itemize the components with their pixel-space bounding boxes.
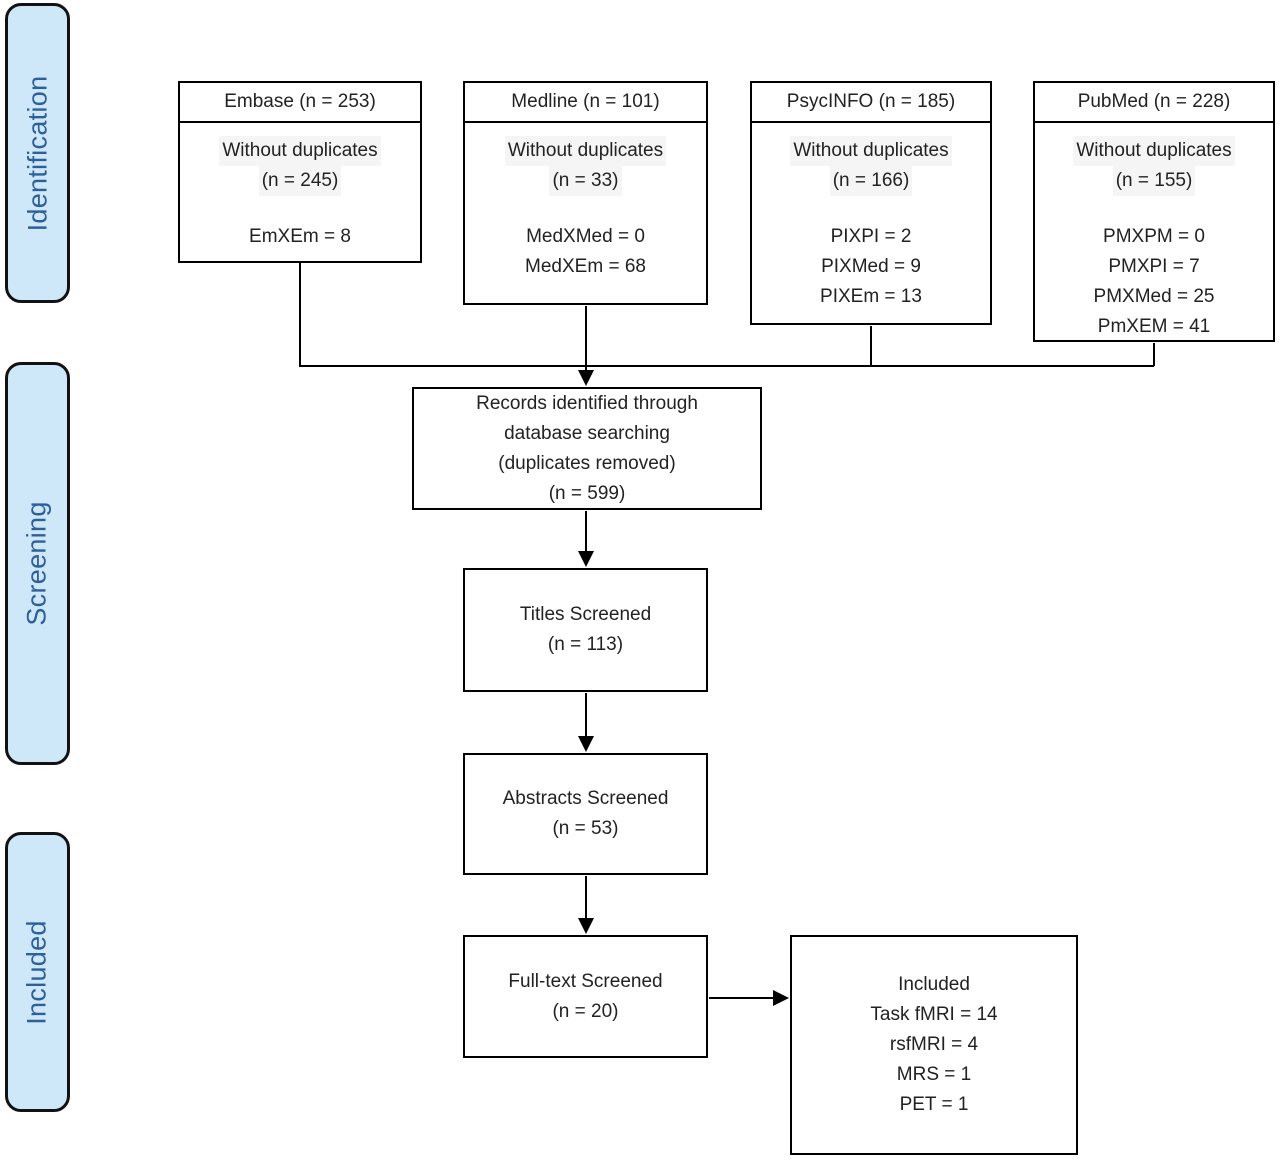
collector-line xyxy=(299,263,1154,367)
titles-screened-box: Titles Screened (n = 113) xyxy=(463,568,708,692)
text-line: Included xyxy=(898,974,970,995)
duplicates-lines: Without duplicates(n = 33) xyxy=(465,136,706,196)
arrowhead-included xyxy=(773,990,789,1006)
text-line: Full-text Screened xyxy=(508,970,663,992)
stage-label-text: Included xyxy=(22,919,53,1025)
arrowhead-records xyxy=(578,370,594,386)
records-identified-box: Records identified through database searc… xyxy=(412,387,762,510)
text-line: (n = 53) xyxy=(552,818,619,839)
text-line: (n = 155) xyxy=(1112,166,1196,196)
abstracts-screened-box: Abstracts Screened (n = 53) xyxy=(463,753,708,875)
text-line: (n = 33) xyxy=(549,166,622,196)
duplicates-lines: Without duplicates(n = 155) xyxy=(1035,136,1273,196)
arrowhead-abstracts xyxy=(578,736,594,752)
arrowhead-fulltext xyxy=(578,918,594,934)
text-line: Abstracts Screened xyxy=(502,788,669,809)
source-box-title: PsycINFO (n = 185) xyxy=(752,83,990,123)
stage-label-included: Included xyxy=(5,832,70,1112)
text-line: PMXMed = 25 xyxy=(1093,286,1215,307)
text-line: (n = 113) xyxy=(547,634,624,655)
fulltext-screened-box: Full-text Screened (n = 20) xyxy=(463,935,708,1058)
stage-label-text: Screening xyxy=(22,501,52,626)
text-line: PIXPI = 2 xyxy=(830,226,912,247)
cross-reference-lines: MedXMed = 0 MedXEm = 68 xyxy=(465,222,706,282)
text-line: PIXMed = 9 xyxy=(821,256,921,277)
text-line: PmXEM = 41 xyxy=(1097,316,1211,337)
cross-reference-lines: EmXEm = 8 xyxy=(180,222,420,252)
text-line: MRS = 1 xyxy=(896,1064,972,1085)
text-line: (n = 166) xyxy=(829,166,913,196)
arrowhead-titles xyxy=(578,551,594,567)
text-line: Without duplicates xyxy=(219,136,381,166)
text-line: Titles Screened xyxy=(519,604,652,625)
text-line: (n = 245) xyxy=(258,166,342,196)
text-line: PIXEm = 13 xyxy=(820,286,922,307)
text-line: Without duplicates xyxy=(1073,136,1235,166)
text-line: rsfMRI = 4 xyxy=(889,1034,979,1055)
source-box-psycinfo: PsycINFO (n = 185) Without duplicates(n … xyxy=(750,81,992,325)
text-line: Without duplicates xyxy=(504,136,667,166)
text-line: (duplicates removed) xyxy=(498,452,676,474)
source-box-medline: Medline (n = 101) Without duplicates(n =… xyxy=(463,81,708,305)
stage-label-identification: Identification xyxy=(5,3,70,303)
cross-reference-lines: PIXPI = 2 PIXMed = 9 PIXEm = 13 xyxy=(752,222,990,312)
text-line: MedXMed = 0 xyxy=(526,226,645,247)
stage-label-text: Identification xyxy=(22,75,52,231)
source-box-pubmed: PubMed (n = 228) Without duplicates(n = … xyxy=(1033,81,1275,342)
text-line: (n = 20) xyxy=(552,1000,619,1022)
source-box-title: Embase (n = 253) xyxy=(180,83,420,123)
text-line: Task fMRI = 14 xyxy=(870,1004,998,1025)
text-line: PMXPI = 7 xyxy=(1108,256,1200,277)
text-line: PET = 1 xyxy=(899,1094,969,1115)
source-box-title: Medline (n = 101) xyxy=(465,83,706,123)
duplicates-lines: Without duplicates(n = 245) xyxy=(180,136,420,196)
text-line: database searching xyxy=(504,422,670,444)
text-line: Without duplicates xyxy=(790,136,952,166)
source-box-title: PubMed (n = 228) xyxy=(1035,83,1273,123)
cross-reference-lines: PMXPM = 0 PMXPI = 7 PMXMed = 25 PmXEM = 41 xyxy=(1035,222,1273,342)
stage-label-screening: Screening xyxy=(5,362,70,765)
text-line: EmXEm = 8 xyxy=(249,226,351,247)
text-line: Records identified through xyxy=(476,392,698,414)
source-box-embase: Embase (n = 253) Without duplicates(n = … xyxy=(178,81,422,263)
source-box-body: Without duplicates(n = 245) EmXEm = 8 xyxy=(180,123,420,252)
text-line: MedXEm = 68 xyxy=(525,256,646,277)
text-line: (n = 599) xyxy=(548,482,626,504)
duplicates-lines: Without duplicates(n = 166) xyxy=(752,136,990,196)
text-line: PMXPM = 0 xyxy=(1103,226,1205,247)
